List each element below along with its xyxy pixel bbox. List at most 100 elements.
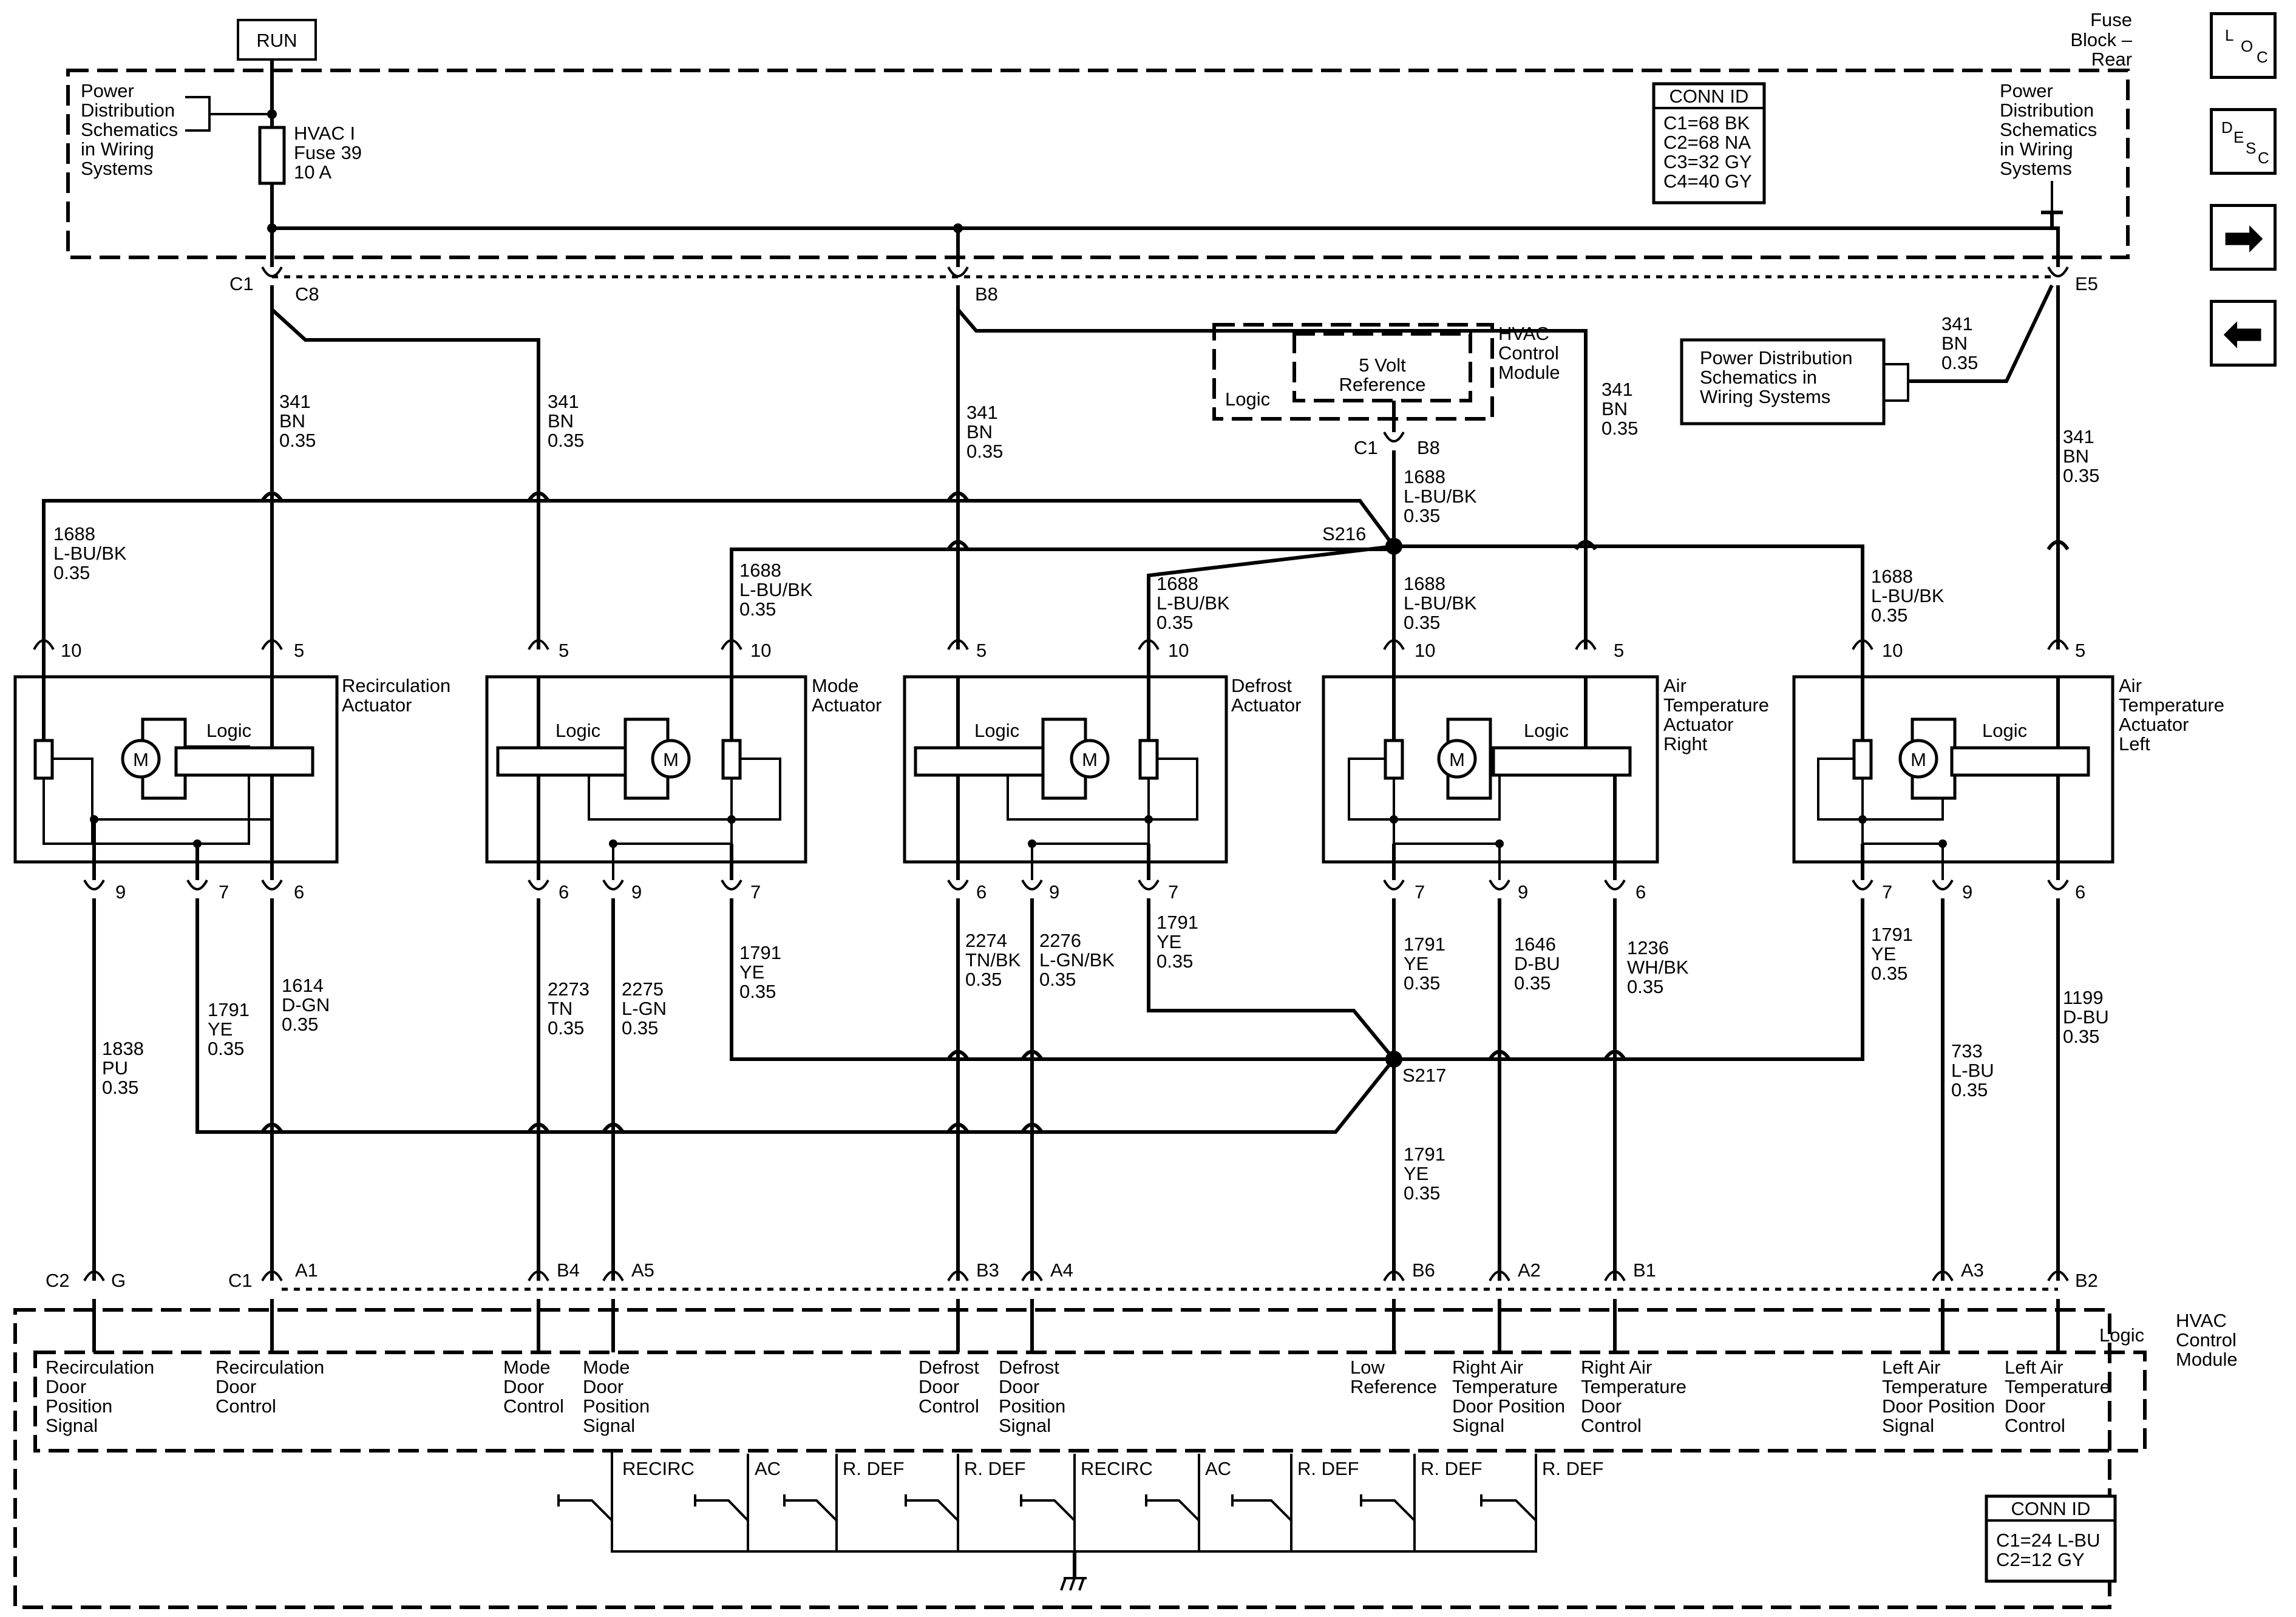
- svg-text:Power: Power: [81, 80, 134, 101]
- svg-text:HVAC: HVAC: [2176, 1310, 2227, 1331]
- svg-text:0.35: 0.35: [1404, 972, 1440, 994]
- svg-text:1838: 1838: [102, 1038, 144, 1059]
- svg-text:10: 10: [61, 640, 81, 661]
- svg-text:5: 5: [1614, 640, 1624, 661]
- loc-button[interactable]: L O C: [2210, 12, 2277, 79]
- svg-text:1791: 1791: [739, 942, 781, 963]
- svg-text:L-GN/BK: L-GN/BK: [1039, 949, 1115, 971]
- svg-text:Signal: Signal: [999, 1415, 1051, 1436]
- svg-text:5: 5: [559, 640, 569, 661]
- air-temperature-actuator-left-label: Air Temperature Actuator Left: [2119, 675, 2224, 754]
- svg-text:6: 6: [976, 881, 987, 903]
- svg-text:6: 6: [2075, 881, 2085, 903]
- svg-text:C1=24 L-BU: C1=24 L-BU: [1996, 1530, 2100, 1551]
- svg-text:C2=12 GY: C2=12 GY: [1996, 1549, 2085, 1570]
- svg-text:A1: A1: [295, 1259, 318, 1281]
- svg-text:C1=68 BK: C1=68 BK: [1663, 112, 1750, 134]
- svg-text:BN: BN: [279, 410, 305, 432]
- svg-text:10 A: 10 A: [294, 161, 331, 183]
- prev-arrow-icon[interactable]: ⬅: [2210, 300, 2277, 367]
- svg-text:A4: A4: [1050, 1259, 1073, 1281]
- svg-text:1791: 1791: [1156, 912, 1198, 933]
- svg-text:S216: S216: [1322, 523, 1366, 544]
- svg-text:Control: Control: [216, 1395, 276, 1417]
- svg-text:C1: C1: [228, 1270, 253, 1291]
- svg-text:Logic: Logic: [974, 720, 1019, 741]
- svg-text:YE: YE: [1871, 943, 1896, 964]
- svg-text:Schematics: Schematics: [2000, 119, 2097, 140]
- svg-text:B6: B6: [1412, 1259, 1435, 1281]
- svg-text:YE: YE: [739, 961, 764, 983]
- svg-text:C2=68 NA: C2=68 NA: [1663, 132, 1751, 153]
- svg-text:YE: YE: [208, 1019, 233, 1040]
- svg-text:M: M: [133, 749, 149, 770]
- svg-text:Systems: Systems: [81, 158, 153, 179]
- svg-text:L-BU/BK: L-BU/BK: [1404, 486, 1477, 507]
- fuse-label: HVAC I Fuse 39 10 A: [294, 123, 362, 183]
- svg-text:Recirculation: Recirculation: [342, 675, 450, 696]
- svg-text:Defrost: Defrost: [999, 1357, 1059, 1378]
- svg-text:B3: B3: [976, 1259, 999, 1281]
- 5v-reference-box: [1292, 332, 1472, 402]
- svg-text:341: 341: [1941, 313, 1973, 334]
- svg-text:G: G: [111, 1270, 126, 1291]
- svg-text:WH/BK: WH/BK: [1627, 957, 1689, 978]
- svg-text:L-BU/BK: L-BU/BK: [1404, 592, 1477, 614]
- svg-text:A5: A5: [631, 1259, 654, 1281]
- svg-text:BN: BN: [548, 410, 574, 432]
- signal-stubs: [92, 1299, 2060, 1352]
- svg-text:RECIRC: RECIRC: [622, 1458, 695, 1479]
- svg-text:Right Air: Right Air: [1581, 1357, 1652, 1378]
- svg-text:Door Position: Door Position: [1452, 1395, 1565, 1417]
- svg-text:0.35: 0.35: [548, 430, 584, 451]
- air-temperature-actuator-right: M Logic: [1322, 649, 1659, 880]
- svg-text:S217: S217: [1402, 1065, 1446, 1086]
- svg-text:0.35: 0.35: [1941, 352, 1978, 373]
- next-arrow-icon[interactable]: ➡: [2210, 204, 2277, 271]
- svg-text:Temperature: Temperature: [1452, 1376, 1558, 1397]
- run-box: [237, 19, 317, 61]
- svg-text:Air: Air: [1663, 675, 1686, 696]
- svg-text:Signal: Signal: [46, 1415, 98, 1436]
- svg-text:Position: Position: [46, 1395, 112, 1417]
- svg-text:6: 6: [1635, 881, 1646, 903]
- svg-text:0.35: 0.35: [548, 1017, 584, 1039]
- svg-text:Logic: Logic: [1225, 388, 1270, 410]
- svg-text:7: 7: [219, 881, 229, 903]
- svg-text:Left Air: Left Air: [2005, 1357, 2063, 1378]
- svg-text:C8: C8: [295, 283, 319, 305]
- svg-text:1688: 1688: [739, 560, 781, 581]
- svg-text:AC: AC: [755, 1458, 781, 1479]
- svg-text:0.35: 0.35: [1951, 1079, 1988, 1100]
- svg-text:Logic: Logic: [1524, 720, 1569, 741]
- svg-text:Door: Door: [503, 1376, 544, 1397]
- svg-text:Distribution: Distribution: [81, 100, 175, 121]
- svg-text:0.35: 0.35: [2063, 465, 2099, 486]
- desc-button[interactable]: D E S C: [2210, 108, 2277, 175]
- svg-text:Rear: Rear: [2091, 49, 2132, 70]
- svg-text:Module: Module: [1498, 362, 1560, 383]
- svg-text:M: M: [1911, 749, 1926, 770]
- svg-text:Position: Position: [583, 1395, 650, 1417]
- svg-text:A3: A3: [1961, 1259, 1984, 1281]
- svg-text:Signal: Signal: [1452, 1415, 1504, 1436]
- svg-text:1646: 1646: [1514, 934, 1556, 955]
- svg-text:7: 7: [750, 881, 761, 903]
- svg-text:Wiring Systems: Wiring Systems: [1700, 386, 1830, 407]
- svg-text:1236: 1236: [1627, 937, 1669, 958]
- svg-text:D-BU: D-BU: [1514, 953, 1560, 974]
- svg-text:Control: Control: [2176, 1329, 2237, 1351]
- svg-text:L-BU/BK: L-BU/BK: [53, 543, 127, 564]
- svg-text:0.35: 0.35: [1156, 612, 1193, 633]
- svg-text:BN: BN: [2063, 446, 2089, 467]
- bottom-connectors: [83, 1270, 2069, 1281]
- actuator-bottom-pins: [83, 880, 2069, 890]
- recirculation-actuator-label: Recirculation Actuator: [342, 675, 450, 716]
- svg-text:C1: C1: [1354, 437, 1378, 458]
- svg-text:Door: Door: [216, 1376, 256, 1397]
- wire-crossovers: [260, 491, 2070, 551]
- svg-text:0.35: 0.35: [739, 598, 776, 620]
- svg-text:Door: Door: [2005, 1395, 2045, 1417]
